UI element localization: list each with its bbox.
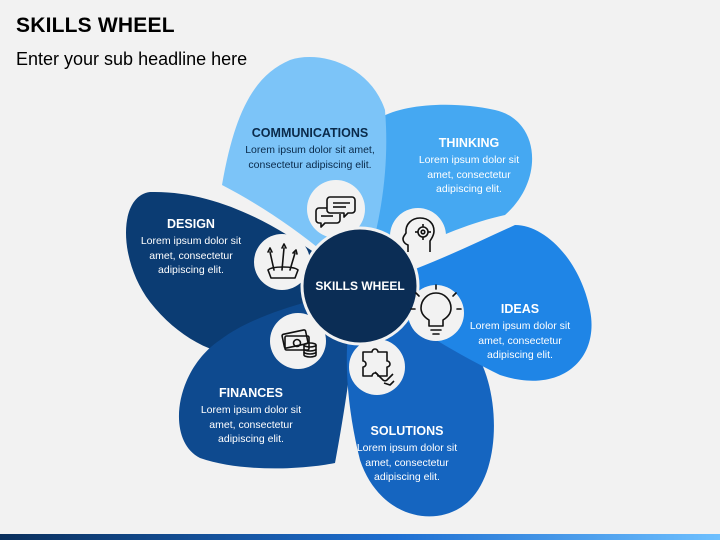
segment-body: Lorem ipsum dolor sit amet, consectetur … bbox=[469, 320, 571, 361]
segment-body: Lorem ipsum dolor sit amet, consectetur … bbox=[245, 144, 375, 171]
chat-bubbles-icon bbox=[315, 196, 356, 228]
segment-body: Lorem ipsum dolor sit amet, consectetur … bbox=[356, 442, 458, 483]
bottom-accent-bar bbox=[0, 534, 720, 540]
segment-title: FINANCES bbox=[219, 386, 283, 400]
center-circle bbox=[300, 226, 420, 346]
segment-ideas: IDEAS Lorem ipsum dolor sit amet, consec… bbox=[463, 302, 577, 363]
segment-body: Lorem ipsum dolor sit amet, consectetur … bbox=[140, 235, 242, 276]
puzzle-icon bbox=[362, 348, 395, 386]
icon-circle-solutions bbox=[349, 339, 405, 395]
icon-circle-ideas bbox=[408, 285, 464, 341]
segment-title: DESIGN bbox=[167, 217, 215, 231]
page-title: SKILLS WHEEL bbox=[16, 14, 175, 37]
petal-ideas bbox=[360, 225, 592, 381]
segment-finances: FINANCES Lorem ipsum dolor sit amet, con… bbox=[194, 386, 308, 447]
segment-design: DESIGN Lorem ipsum dolor sit amet, conse… bbox=[134, 217, 248, 278]
money-coins-icon bbox=[281, 329, 317, 358]
segment-body: Lorem ipsum dolor sit amet, consectetur … bbox=[200, 404, 302, 445]
lightbulb-icon bbox=[410, 284, 462, 335]
segment-communications: COMMUNICATIONS Lorem ipsum dolor sit ame… bbox=[234, 126, 386, 172]
center-label: SKILLS WHEEL bbox=[315, 279, 405, 293]
design-tools-icon bbox=[267, 243, 299, 279]
segment-title: IDEAS bbox=[500, 302, 540, 316]
segment-title: THINKING bbox=[438, 136, 500, 150]
segment-solutions: SOLUTIONS Lorem ipsum dolor sit amet, co… bbox=[350, 424, 464, 485]
segment-thinking: THINKING Lorem ipsum dolor sit amet, con… bbox=[412, 136, 526, 197]
segment-title: COMMUNICATIONS bbox=[251, 126, 369, 140]
icon-circle-finances bbox=[270, 313, 326, 369]
head-gears-icon bbox=[402, 217, 435, 252]
segment-body: Lorem ipsum dolor sit amet, consectetur … bbox=[418, 154, 520, 195]
segment-title: SOLUTIONS bbox=[370, 424, 444, 438]
page-subtitle: Enter your sub headline here bbox=[16, 49, 248, 69]
